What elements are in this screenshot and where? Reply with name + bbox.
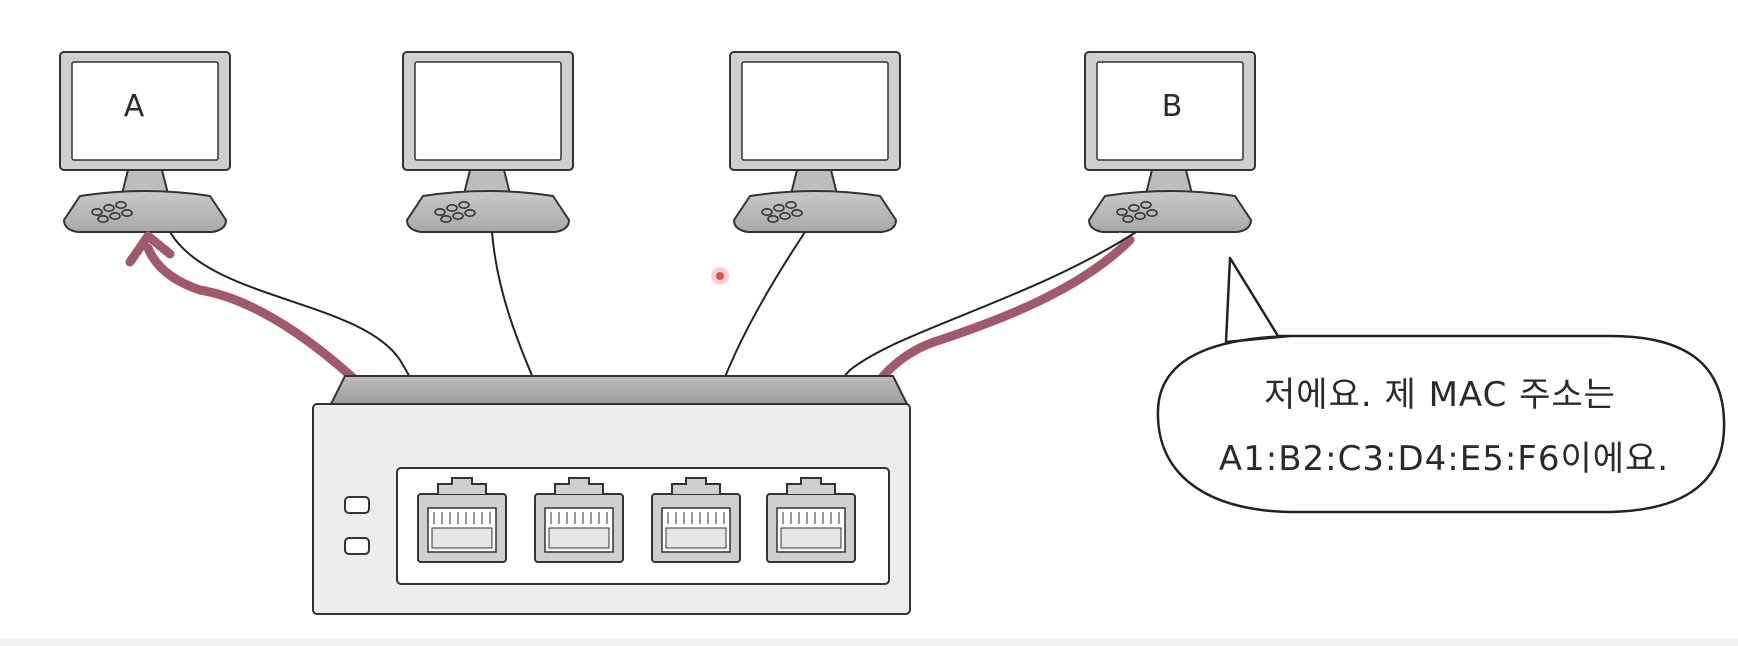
speech-bubble-line-1: 저에요. 제 MAC 주소는 xyxy=(1264,375,1616,415)
computer-2 xyxy=(402,51,574,233)
computer-b-label: B xyxy=(1162,89,1183,124)
pointer-dot xyxy=(711,267,729,285)
switch-led-1 xyxy=(344,496,370,514)
bottom-strip xyxy=(0,638,1738,646)
computer-a-label: A xyxy=(124,89,145,124)
keyboard-keys xyxy=(761,201,803,224)
keyboard-keys xyxy=(1116,201,1158,224)
keyboard-keys xyxy=(91,201,133,224)
computer-3 xyxy=(729,51,901,233)
arrow-to-a xyxy=(125,231,410,427)
computer-a: A xyxy=(59,51,231,233)
computer-b: B xyxy=(1084,51,1256,233)
switch-port-2 xyxy=(534,477,624,563)
switch-port-4 xyxy=(766,477,856,563)
keyboard-keys xyxy=(434,201,476,224)
speech-bubble: 저에요. 제 MAC 주소는 A1:B2:C3:D4:E5:F6이에요. xyxy=(1156,256,1726,514)
network-switch xyxy=(312,375,911,615)
speech-bubble-line-2: A1:B2:C3:D4:E5:F6이에요. xyxy=(1219,439,1669,479)
switch-led-2 xyxy=(344,537,370,555)
switch-port-3 xyxy=(651,477,741,563)
switch-port-1 xyxy=(417,477,507,563)
